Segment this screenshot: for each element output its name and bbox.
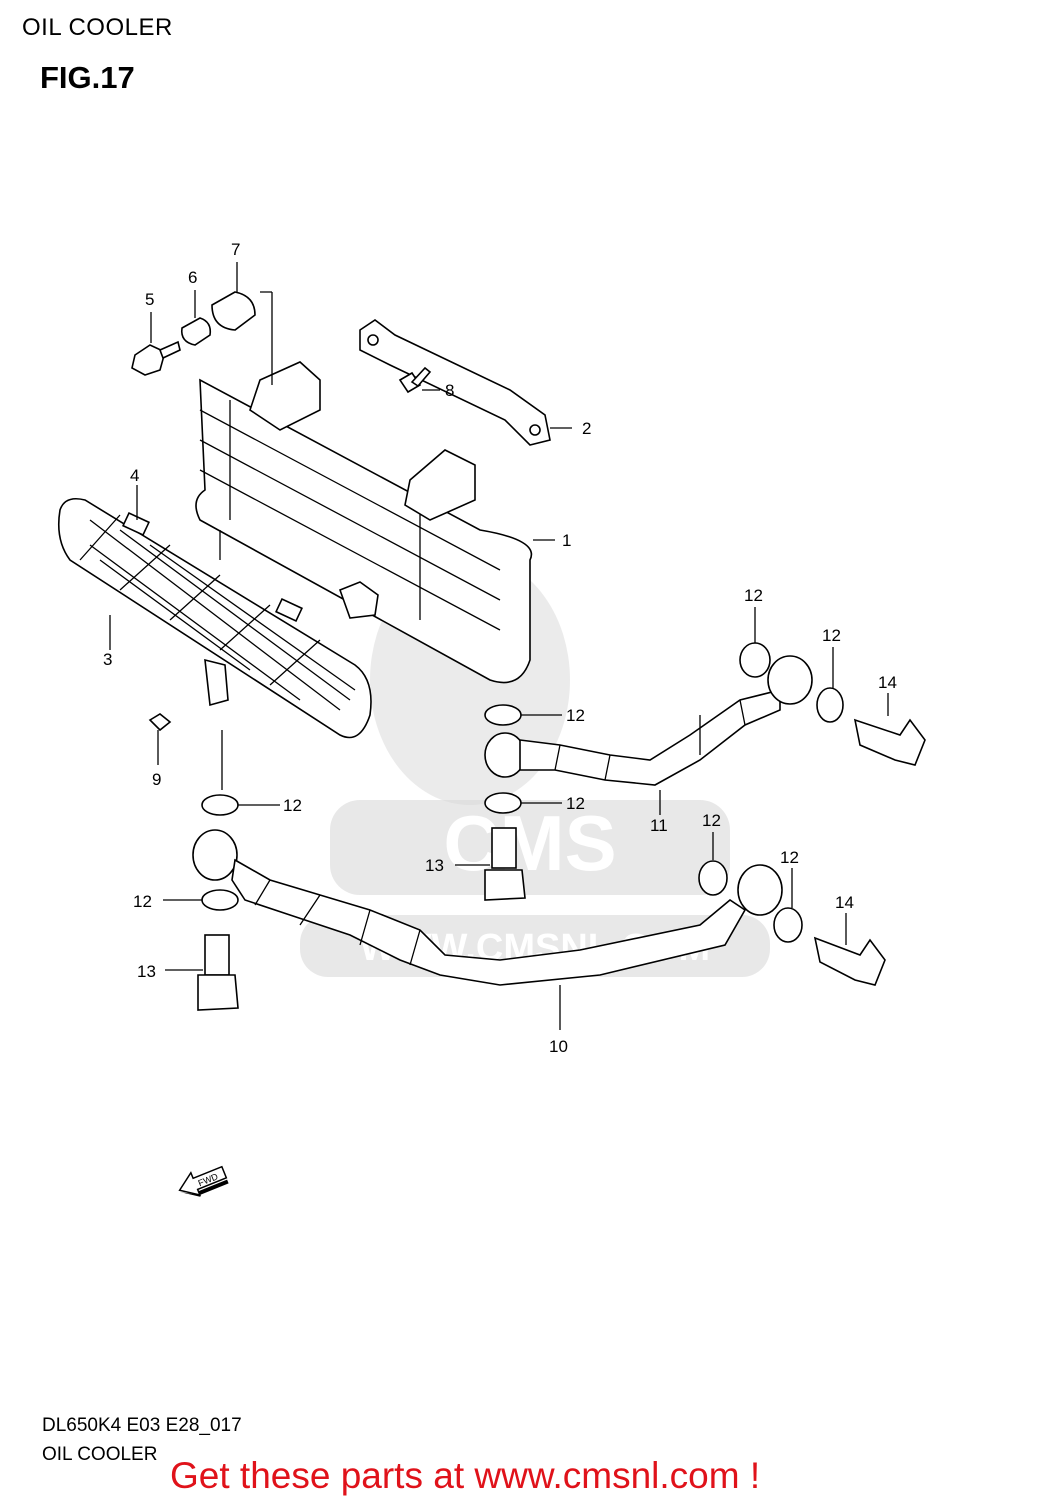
- callout-3: 3: [103, 650, 112, 669]
- lower-oil-hose: [192, 829, 783, 986]
- cooler-guard-mesh: [57, 497, 372, 739]
- callout-9: 9: [152, 770, 161, 789]
- callout-12: 12: [283, 796, 302, 815]
- callout-11: 11: [650, 816, 668, 835]
- callout-7: 7: [231, 240, 240, 259]
- callout-12: 12: [780, 848, 799, 867]
- footer-diagram-code: DL650K4 E03 E28_017: [42, 1415, 242, 1436]
- figure-number: FIG.17: [40, 60, 135, 95]
- callout-13: 13: [425, 856, 444, 875]
- callout-14: 14: [835, 893, 854, 912]
- callout-10: 10: [549, 1037, 568, 1056]
- callout-12: 12: [133, 892, 152, 911]
- callout-12: 12: [566, 794, 585, 813]
- callout-6: 6: [188, 268, 197, 287]
- footer-diagram-name: OIL COOLER: [42, 1444, 158, 1465]
- callout-12: 12: [566, 706, 585, 725]
- upper-oil-hose: [484, 655, 813, 786]
- page-header-title: OIL COOLER: [22, 14, 173, 41]
- fastener-parts: [131, 291, 432, 732]
- forward-direction-arrow: FWD: [178, 1165, 229, 1197]
- callout-1: 1: [562, 531, 571, 550]
- callout-numbers: 1 2 3 4 5 6 7 8 9 10 11 12 12 12 12 12 1…: [103, 240, 897, 1056]
- callout-14: 14: [878, 673, 897, 692]
- callout-8: 8: [445, 381, 454, 400]
- promo-banner-link[interactable]: Get these parts at www.cmsnl.com !: [170, 1455, 761, 1496]
- callout-2: 2: [582, 419, 591, 438]
- callout-12: 12: [702, 811, 721, 830]
- gasket-washers: [201, 642, 844, 943]
- callout-4: 4: [130, 466, 139, 485]
- callout-5: 5: [145, 290, 154, 309]
- watermark-logo-text: CMS: [443, 799, 616, 887]
- callout-12: 12: [822, 626, 841, 645]
- oil-cooler-core: [195, 361, 533, 684]
- cooler-bracket: [359, 319, 551, 446]
- union-and-banjo-bolts: [197, 718, 926, 1011]
- leader-lines: [109, 262, 889, 1030]
- callout-12: 12: [744, 586, 763, 605]
- callout-13: 13: [137, 962, 156, 981]
